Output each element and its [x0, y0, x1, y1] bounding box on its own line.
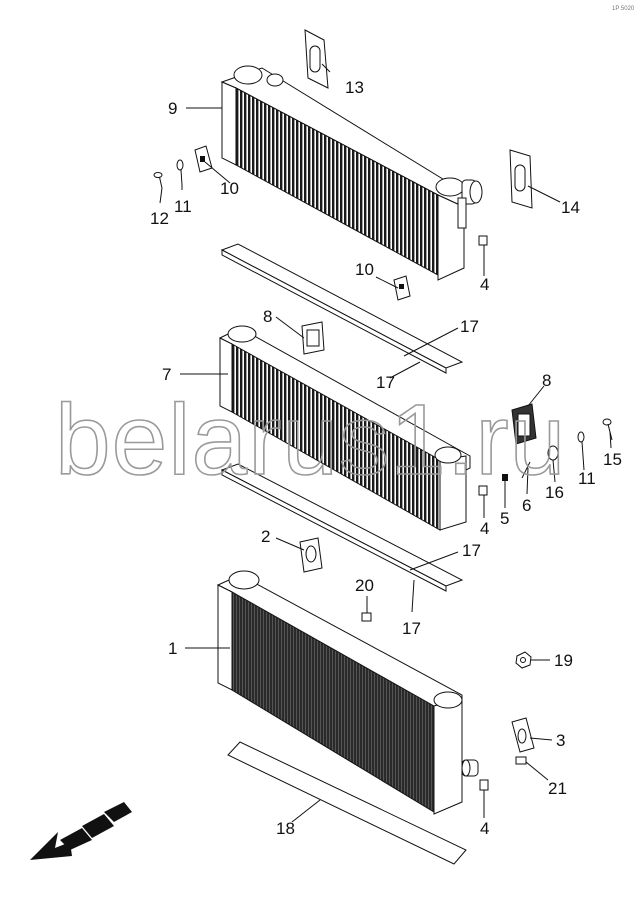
gasket-8-right [511, 403, 537, 445]
block-20 [361, 612, 372, 622]
washer-11-right [577, 431, 585, 443]
callout-10-upper: 10 [220, 179, 239, 198]
callout-10-lower: 10 [355, 260, 374, 279]
callout-17-c: 17 [462, 541, 481, 560]
bracket-10-upper [194, 145, 213, 173]
callout-9: 9 [168, 99, 177, 118]
plate-13 [304, 29, 329, 89]
callout-21: 21 [548, 779, 567, 798]
cooler-top [220, 65, 483, 281]
callout-16: 16 [545, 483, 564, 502]
plate-14 [509, 149, 533, 209]
callout-6: 6 [522, 496, 531, 515]
callout-4-middle: 4 [480, 519, 489, 538]
callout-17-d: 17 [402, 619, 421, 638]
screw-12 [153, 172, 163, 189]
callout-17-b: 17 [376, 373, 395, 392]
nut-5 [502, 474, 508, 481]
nut-19 [515, 651, 532, 669]
callout-20: 20 [355, 576, 374, 595]
nut-4-top [478, 235, 488, 246]
callout-11-right: 11 [578, 469, 596, 488]
callout-5: 5 [500, 509, 509, 528]
cooler-middle [218, 325, 471, 531]
callout-8-right: 8 [542, 371, 551, 390]
watermark: belarus1.ru [55, 384, 566, 496]
callout-14: 14 [561, 198, 580, 217]
corner-code: 1P 5020 [612, 6, 635, 12]
callout-4-top: 4 [480, 275, 489, 294]
callout-1: 1 [168, 639, 177, 658]
plate-2 [299, 537, 323, 573]
washer-11 [176, 159, 184, 186]
callout-8-middle: 8 [263, 307, 272, 326]
callout-15: 15 [603, 450, 622, 469]
direction-arrow-icon [30, 802, 132, 860]
callout-17-a: 17 [460, 317, 479, 336]
gasket-8-middle [301, 321, 325, 355]
callout-7: 7 [162, 365, 171, 384]
leader-lines [159, 63, 612, 823]
callout-3: 3 [556, 731, 565, 750]
screw-6 [521, 461, 531, 479]
seal-strips-middle [220, 463, 464, 592]
callouts: 9 13 14 10 11 12 4 10 8 17 7 17 8 15 11 … [150, 78, 622, 838]
block-21 [515, 756, 527, 765]
seal-sheet-18 [227, 741, 467, 865]
plate-3 [511, 717, 535, 753]
callout-19: 19 [554, 651, 573, 670]
nut-4-bottom [479, 779, 489, 791]
callout-13: 13 [345, 78, 364, 97]
callout-2: 2 [261, 527, 270, 546]
bracket-10-lower [393, 275, 411, 301]
nut-4-middle [478, 485, 488, 496]
radiator-bottom [216, 570, 479, 815]
callout-11-left: 11 [174, 197, 192, 216]
callout-4-bottom: 4 [480, 819, 489, 838]
seal-strips-upper [220, 243, 464, 374]
callout-18: 18 [276, 819, 295, 838]
callout-12: 12 [150, 209, 169, 228]
